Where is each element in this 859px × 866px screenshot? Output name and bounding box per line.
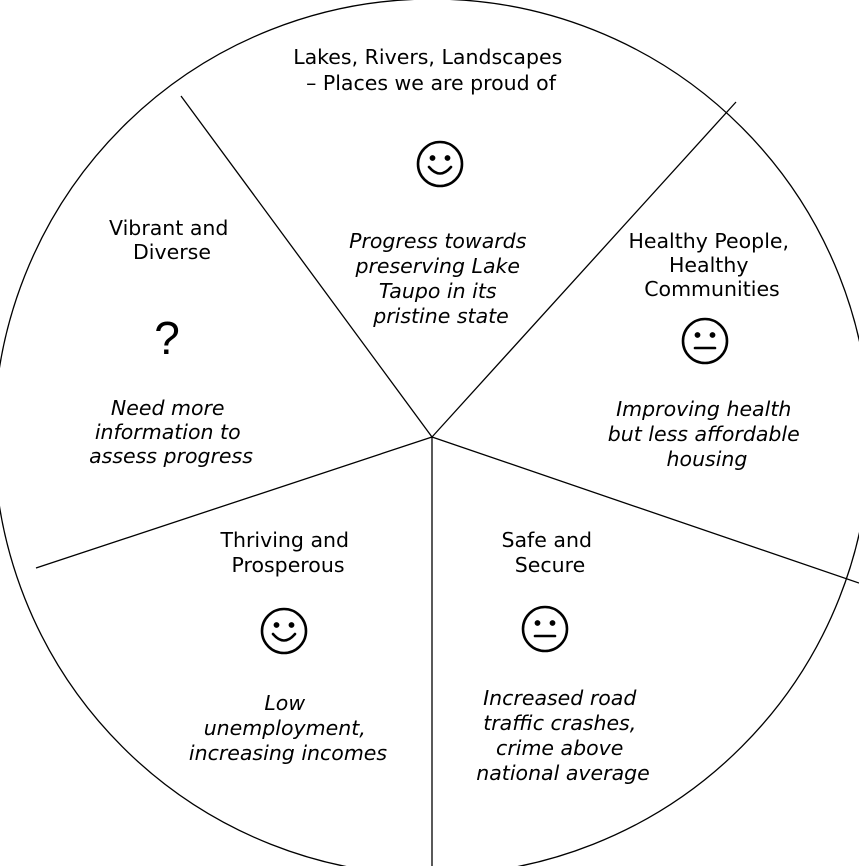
question-mark: ? (154, 312, 180, 364)
segment-note: Progress towards preserving Lake Taupo i… (349, 229, 533, 328)
segment-title: Safe and Secure (501, 528, 598, 577)
neutral-face-icon (521, 605, 569, 653)
divider-health-safe (431, 436, 859, 584)
smiley-icon (260, 607, 308, 655)
segment-title: Vibrant and Diverse (109, 216, 235, 264)
segment-note: Low unemployment, increasing incomes (189, 691, 388, 765)
divider-thriving-vibrant (35, 436, 433, 569)
smiley-icon (416, 140, 464, 188)
divider-lakes-vibrant (180, 95, 433, 438)
segment-safe: Safe and Secure Increased road traffic c… (476, 528, 650, 785)
neutral-face-icon (681, 317, 729, 365)
divider-lakes-health (431, 101, 737, 438)
segment-lakes: Lakes, Rivers, Landscapes – Places we ar… (293, 45, 569, 328)
segment-title: Thriving and Prosperous (219, 528, 355, 577)
segment-title: Lakes, Rivers, Landscapes – Places we ar… (293, 45, 569, 95)
segment-note: Improving health but less affordable hou… (608, 397, 807, 471)
segment-note: Increased road traffic crashes, crime ab… (476, 686, 650, 785)
segment-health: Healthy People, Healthy Communities Impr… (608, 229, 807, 471)
segment-vibrant: Vibrant and Diverse ? Need more informat… (89, 216, 253, 468)
segment-title: Healthy People, Healthy Communities (628, 229, 795, 301)
segment-note: Need more information to assess progress (89, 396, 253, 468)
segment-thriving: Thriving and Prosperous Low unemployment… (189, 528, 388, 765)
